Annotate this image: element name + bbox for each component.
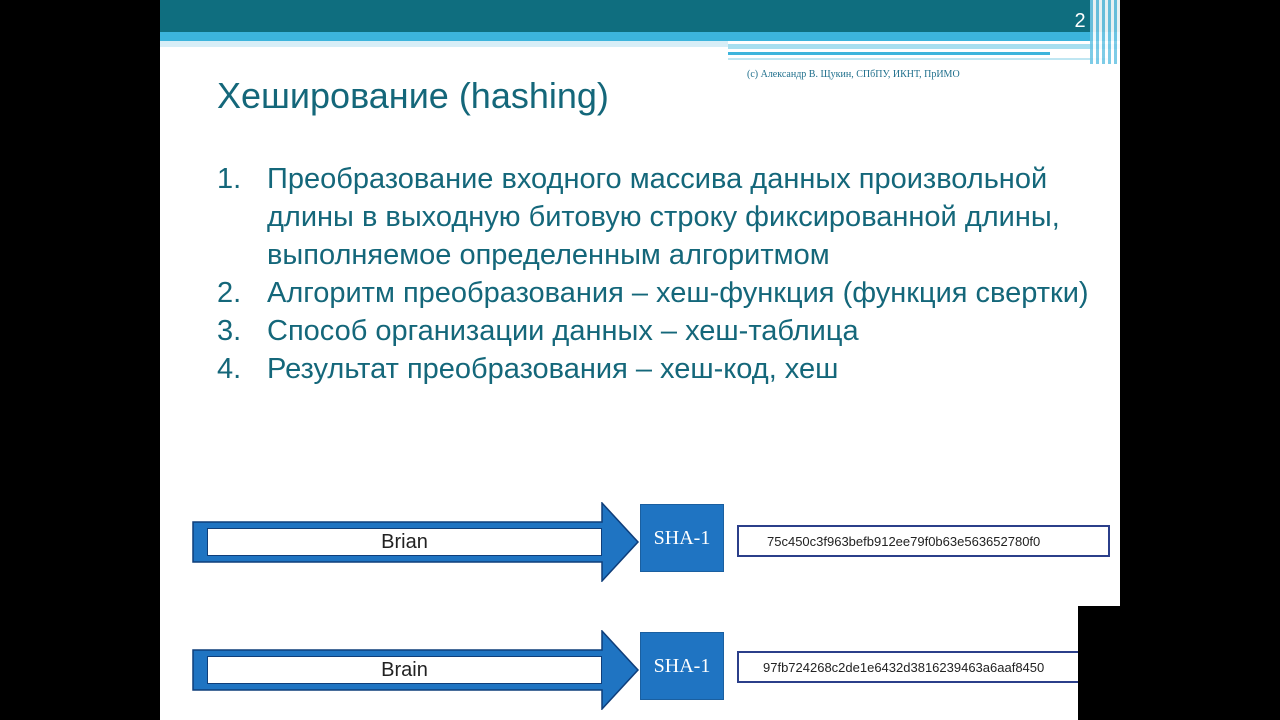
list-text: Способ организации данных – хеш-таблица xyxy=(267,315,859,347)
input-word-box: Brian xyxy=(207,528,602,556)
list-number: 2. xyxy=(217,277,242,309)
hash-function-box: SHA-1 xyxy=(640,504,724,572)
list-number: 4. xyxy=(217,353,242,385)
header-stripe xyxy=(728,52,1050,55)
list-number: 1. xyxy=(217,163,242,195)
input-word: Brian xyxy=(381,530,428,553)
header-stripe xyxy=(728,44,1120,49)
header-stripe xyxy=(160,41,728,47)
list-text: Преобразование входного массива данных п… xyxy=(267,163,1060,271)
hash-function-label: SHA-1 xyxy=(653,526,711,549)
list-text: Алгоритм преобразования – хеш-функция (ф… xyxy=(267,277,1089,309)
hash-output: 97fb724268c2de1e6432d3816239463a6aaf8450 xyxy=(763,659,1045,675)
slide-number: 2 xyxy=(1074,10,1086,32)
hash-output: 75c450c3f963befb912ee79f0b63e563652780f0 xyxy=(767,533,1041,549)
hash-function-label: SHA-1 xyxy=(653,654,711,677)
hash-output-box: 97fb724268c2de1e6432d3816239463a6aaf8450 xyxy=(737,651,1110,683)
list-item: 4. Результат преобразования – хеш-код, х… xyxy=(217,350,1097,388)
header-band xyxy=(160,0,1120,32)
copyright-note: (c) Александр В. Щукин, СПбПУ, ИКНТ, ПрИ… xyxy=(747,69,960,80)
header-band-light xyxy=(160,32,1120,41)
input-word: Brain xyxy=(381,658,428,681)
list-number: 3. xyxy=(217,315,242,347)
video-overlay xyxy=(1078,606,1280,720)
list-item: 3. Способ организации данных – хеш-табли… xyxy=(217,312,1097,350)
slide-title: Хеширование (hashing) xyxy=(217,75,609,116)
list-item: 2. Алгоритм преобразования – хеш-функция… xyxy=(217,274,1097,312)
hash-function-box: SHA-1 xyxy=(640,632,724,700)
hash-output-box: 75c450c3f963befb912ee79f0b63e563652780f0 xyxy=(737,525,1110,557)
definition-list: 1. Преобразование входного массива данны… xyxy=(217,160,1097,388)
header-decoration xyxy=(1090,0,1120,64)
header-stripe xyxy=(728,58,1108,60)
input-word-box: Brain xyxy=(207,656,602,684)
slide: 2 (c) Александр В. Щукин, СПбПУ, ИКНТ, П… xyxy=(160,0,1120,720)
list-text: Результат преобразования – хеш-код, хеш xyxy=(267,353,839,385)
list-item: 1. Преобразование входного массива данны… xyxy=(217,160,1097,274)
